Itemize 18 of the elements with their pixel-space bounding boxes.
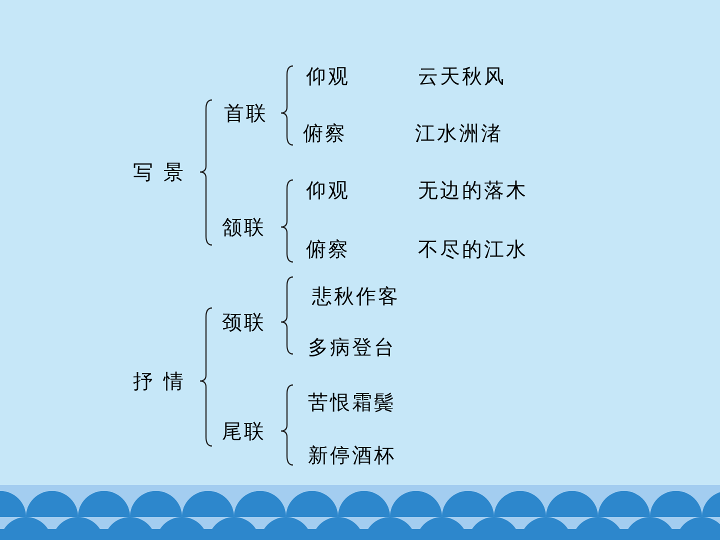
label-text: 江水洲渚 xyxy=(415,121,503,145)
label-text: 无边的落木 xyxy=(418,178,528,202)
label-text: 俯察 xyxy=(306,237,350,261)
label-text: 不尽的江水 xyxy=(418,237,528,261)
label-text: 写 景 xyxy=(133,160,186,184)
label-text: 颔联 xyxy=(222,215,266,239)
label-text: 仰观 xyxy=(306,178,350,202)
label-text: 尾联 xyxy=(222,419,266,443)
label-text: 仰观 xyxy=(306,64,350,88)
label-text: 颈联 xyxy=(222,310,266,334)
label-text: 云天秋风 xyxy=(418,64,506,88)
label-text: 抒 情 xyxy=(133,369,186,393)
label-text: 苦恨霜鬓 xyxy=(308,390,396,414)
label-text: 悲秋作客 xyxy=(312,284,400,308)
label-text: 首联 xyxy=(224,101,268,125)
label-text: 新停酒杯 xyxy=(308,443,396,467)
label-text: 俯察 xyxy=(303,121,347,145)
label-text: 多病登台 xyxy=(308,335,396,359)
